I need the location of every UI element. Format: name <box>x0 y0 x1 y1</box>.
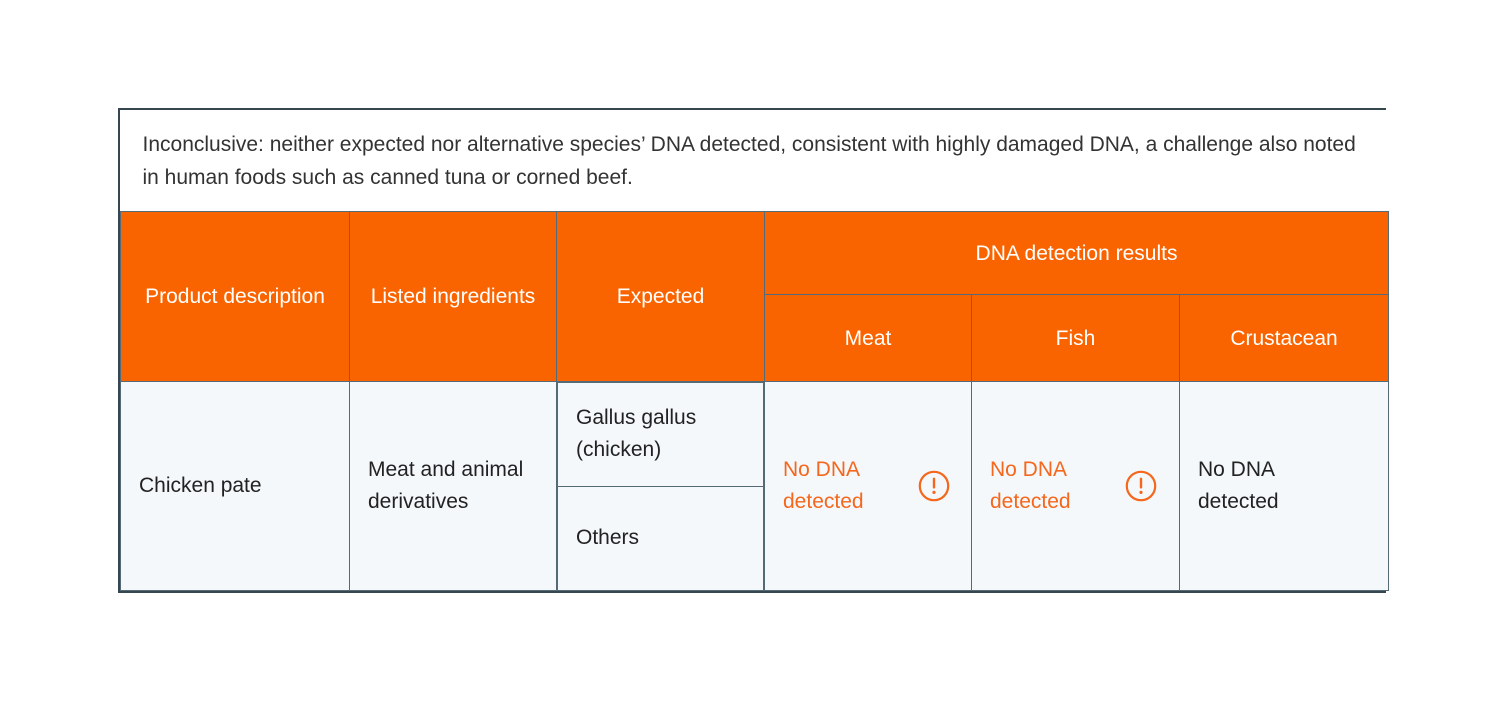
column-header-fish: Fish <box>971 294 1180 382</box>
column-header-crustacean-label: Crustacean <box>1230 326 1338 350</box>
exclamation-circle-icon <box>1124 469 1158 503</box>
exclamation-circle-icon <box>917 469 951 503</box>
cell-listed-ingredients-text: Meat and animal derivatives <box>368 458 524 513</box>
cell-expected-species-primary: Gallus gallus (chicken) <box>557 382 764 487</box>
column-header-meat: Meat <box>764 294 972 382</box>
cell-listed-ingredients: Meat and animal derivatives <box>349 381 557 591</box>
header-row-secondary: Meat Fish Crustacean <box>121 294 1390 382</box>
column-header-listed-ingredients: Listed ingredients <box>349 211 557 382</box>
column-header-listed-ingredients-label: Listed ingredients <box>370 285 536 308</box>
expected-sublist: Gallus gallus (chicken) Others <box>557 382 764 590</box>
inconclusive-note-text: Inconclusive: neither expected nor alter… <box>142 133 1356 189</box>
column-header-expected: Expected <box>556 211 765 382</box>
cell-expected-species-primary-text: Gallus gallus (chicken) <box>576 406 697 462</box>
cell-result-fish: No DNA detected <box>971 381 1180 591</box>
cell-expected-species-others-text: Others <box>576 526 640 550</box>
result-crustacean-content: No DNA detected <box>1198 454 1370 518</box>
cell-result-crustacean: No DNA detected <box>1178 381 1390 591</box>
table-row: Chicken pate Meat and animal derivatives… <box>120 381 1390 591</box>
column-header-product-description-label: Product description <box>145 285 325 308</box>
column-header-product-description: Product description <box>120 211 350 382</box>
results-table-container: Inconclusive: neither expected nor alter… <box>118 108 1390 593</box>
column-header-group-label: DNA detection results <box>975 241 1178 265</box>
cell-result-fish-text: No DNA detected <box>990 458 1071 513</box>
column-header-group-dna-detection-results: DNA detection results <box>763 211 1390 295</box>
result-fish-content: No DNA detected <box>990 454 1161 518</box>
dna-results-table: Inconclusive: neither expected nor alter… <box>120 110 1390 591</box>
header-row-primary: Product description Listed ingredients E… <box>120 211 1390 382</box>
cell-product-description-text: Chicken pate <box>139 474 262 497</box>
expected-subrow-1: Gallus gallus (chicken) <box>557 382 764 487</box>
inconclusive-note-cell: Inconclusive: neither expected nor alter… <box>120 110 1389 212</box>
cell-expected: Gallus gallus (chicken) Others <box>556 381 765 591</box>
result-meat-content: No DNA detected <box>783 454 953 518</box>
column-header-meat-label: Meat <box>844 326 892 350</box>
cell-product-description: Chicken pate <box>120 381 350 591</box>
table-caption-row: Inconclusive: neither expected nor alter… <box>120 110 1389 212</box>
column-header-expected-label: Expected <box>616 285 705 308</box>
cell-result-crustacean-text: No DNA detected <box>1198 458 1279 513</box>
cell-expected-species-others: Others <box>557 485 764 590</box>
column-header-crustacean: Crustacean <box>1178 294 1390 382</box>
cell-result-meat-text: No DNA detected <box>783 458 864 513</box>
cell-result-meat: No DNA detected <box>764 381 972 591</box>
expected-subrow-2: Others <box>557 485 764 590</box>
column-header-fish-label: Fish <box>1055 326 1096 350</box>
